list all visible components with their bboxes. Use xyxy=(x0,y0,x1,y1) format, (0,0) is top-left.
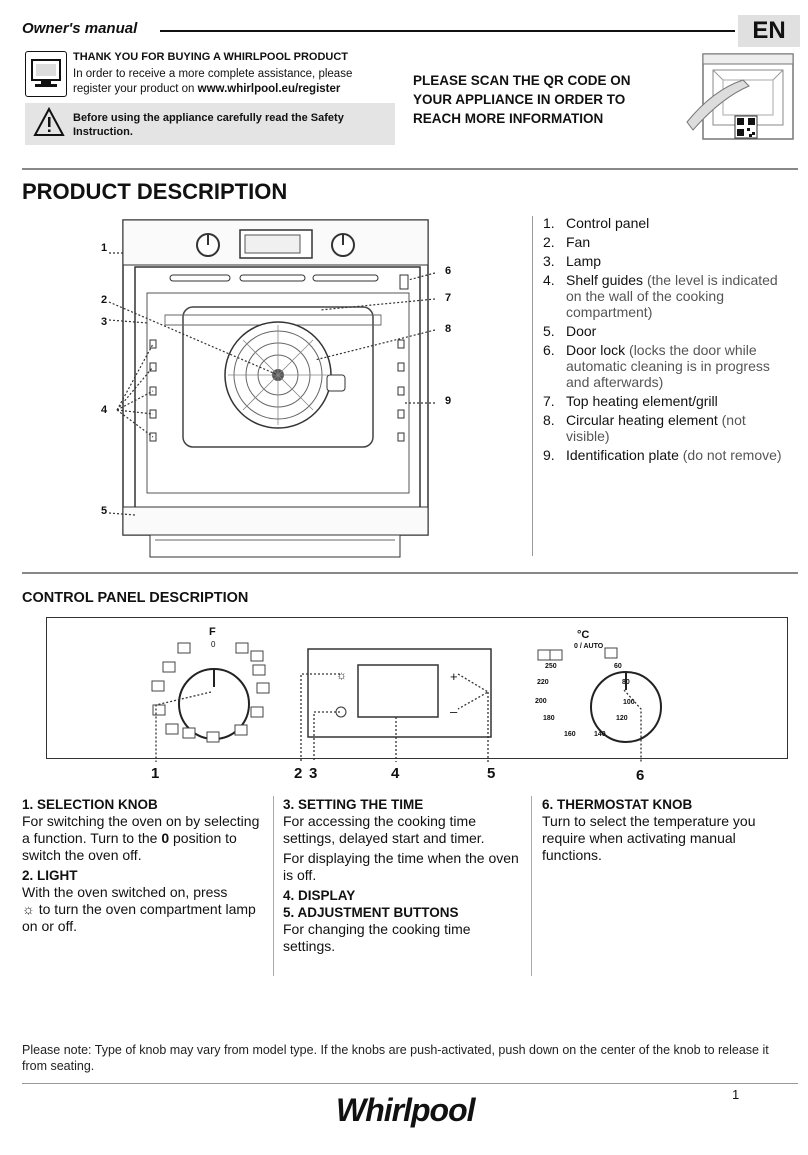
header-rule xyxy=(160,30,735,32)
display-heading: 4. DISPLAY xyxy=(283,888,356,903)
thanks-text: In order to receive a more complete assi… xyxy=(73,68,353,95)
callout-1: 1 xyxy=(101,242,108,254)
column-divider xyxy=(273,796,274,976)
panel-num-3: 3 xyxy=(309,765,318,782)
list-item: 4.Shelf guides (the level is indicated o… xyxy=(543,272,778,320)
language-badge: EN xyxy=(738,15,800,47)
panel-num-5: 5 xyxy=(487,765,496,782)
panel-num-6: 6 xyxy=(636,767,645,784)
list-item: 1.Control panel xyxy=(543,215,650,231)
light-icon: ☼ xyxy=(336,668,347,682)
control-panel-title: CONTROL PANEL DESCRIPTION xyxy=(22,590,249,606)
temp-180: 180 xyxy=(543,715,555,722)
warning-box xyxy=(25,103,395,145)
panel-num-4: 4 xyxy=(391,765,400,782)
list-item: 3.Lamp xyxy=(543,253,602,269)
adjustment-buttons-heading: 5. ADJUSTMENT BUTTONS xyxy=(283,905,459,920)
setting-time-text: For accessing the cooking time settings,… xyxy=(283,813,485,846)
callout-9: 9 xyxy=(445,395,452,407)
setting-time-heading: 3. SETTING THE TIME xyxy=(283,797,424,812)
callout-7: 7 xyxy=(445,292,452,304)
control-panel-drawing xyxy=(46,617,786,812)
minus-button: – xyxy=(450,704,458,719)
selection-knob-text: For switching the oven on by selecting a… xyxy=(22,813,260,863)
temp-100: 100 xyxy=(623,699,635,706)
qr-scan-text: PLEASE SCAN THE QR CODE ON YOUR APPLIANC… xyxy=(413,73,631,126)
list-item: 8.Circular heating element (not visible) xyxy=(543,412,746,444)
register-link[interactable]: www.whirlpool.eu/register xyxy=(197,83,341,95)
time-display-text: For displaying the time when the oven is… xyxy=(283,850,519,883)
temp-160: 160 xyxy=(564,731,576,738)
knob-function-label: F xyxy=(209,626,216,638)
adjustment-buttons-text: For changing the cooking time settings. xyxy=(283,921,471,954)
temp-80: 80 xyxy=(622,679,630,686)
qr-oven-illustration xyxy=(683,50,798,155)
temp-250: 250 xyxy=(545,663,557,670)
list-item: 9.Identification plate (do not remove) xyxy=(543,447,782,463)
desc-column-3: 6. THERMOSTAT KNOB Turn to select the te… xyxy=(542,796,792,867)
callout-6: 6 xyxy=(445,265,452,277)
desc-column-1: 1. SELECTION KNOB For switching the oven… xyxy=(22,796,264,938)
footer-rule xyxy=(22,1083,798,1084)
list-item: 2.Fan xyxy=(543,234,591,250)
oven-diagram xyxy=(95,215,465,570)
selection-knob-heading: 1. SELECTION KNOB xyxy=(22,797,158,812)
callout-3: 3 xyxy=(101,316,108,328)
plus-button: + xyxy=(450,669,458,684)
light-heading: 2. LIGHT xyxy=(22,868,78,883)
panel-num-1: 1 xyxy=(151,765,160,782)
manual-title: Owner's manual xyxy=(22,20,138,37)
callout-5: 5 xyxy=(101,505,108,517)
panel-num-2: 2 xyxy=(294,765,303,782)
thermostat-heading: 6. THERMOSTAT KNOB xyxy=(542,797,693,812)
temp-200: 200 xyxy=(535,698,547,705)
computer-icon xyxy=(25,51,67,97)
callout-4: 4 xyxy=(101,404,108,416)
list-item: 6.Door lock (locks the door while automa… xyxy=(543,342,770,390)
whirlpool-logo: Whirlpool xyxy=(336,1092,476,1128)
callout-8: 8 xyxy=(445,323,452,335)
warning-text: Before using the appliance carefully rea… xyxy=(73,112,344,138)
thanks-title: THANK YOU FOR BUYING A WHIRLPOOL PRODUCT xyxy=(73,51,348,63)
section-divider xyxy=(22,168,798,170)
page-number: 1 xyxy=(732,1087,740,1102)
product-parts-list: 1.Control panel 2.Fan 3.Lamp 4.Shelf gui… xyxy=(543,215,793,466)
product-description-title: PRODUCT DESCRIPTION xyxy=(22,179,288,204)
temp-220: 220 xyxy=(537,679,549,686)
desc-column-2: 3. SETTING THE TIME For accessing the co… xyxy=(283,796,519,958)
light-text: With the oven switched on, press☼ to tur… xyxy=(22,884,256,934)
column-divider xyxy=(532,216,533,556)
warning-icon xyxy=(33,106,65,143)
temp-120: 120 xyxy=(616,715,628,722)
thermostat-text: Turn to select the temperature you requi… xyxy=(542,813,756,863)
section-divider xyxy=(22,572,798,574)
column-divider xyxy=(531,796,532,976)
callout-2: 2 xyxy=(101,294,108,306)
temp-60: 60 xyxy=(614,663,622,670)
celsius-label: °C xyxy=(577,629,590,641)
light-icon: ☼ xyxy=(22,901,35,917)
auto-label: 0 / AUTO xyxy=(574,643,604,650)
knob-zero-label: 0 xyxy=(211,640,216,649)
control-panel-diagram xyxy=(46,617,788,759)
footnote: Please note: Type of knob may vary from … xyxy=(22,1043,769,1073)
list-item: 5.Door xyxy=(543,323,597,339)
list-item: 7.Top heating element/grill xyxy=(543,393,718,409)
temp-140: 140 xyxy=(594,731,606,738)
